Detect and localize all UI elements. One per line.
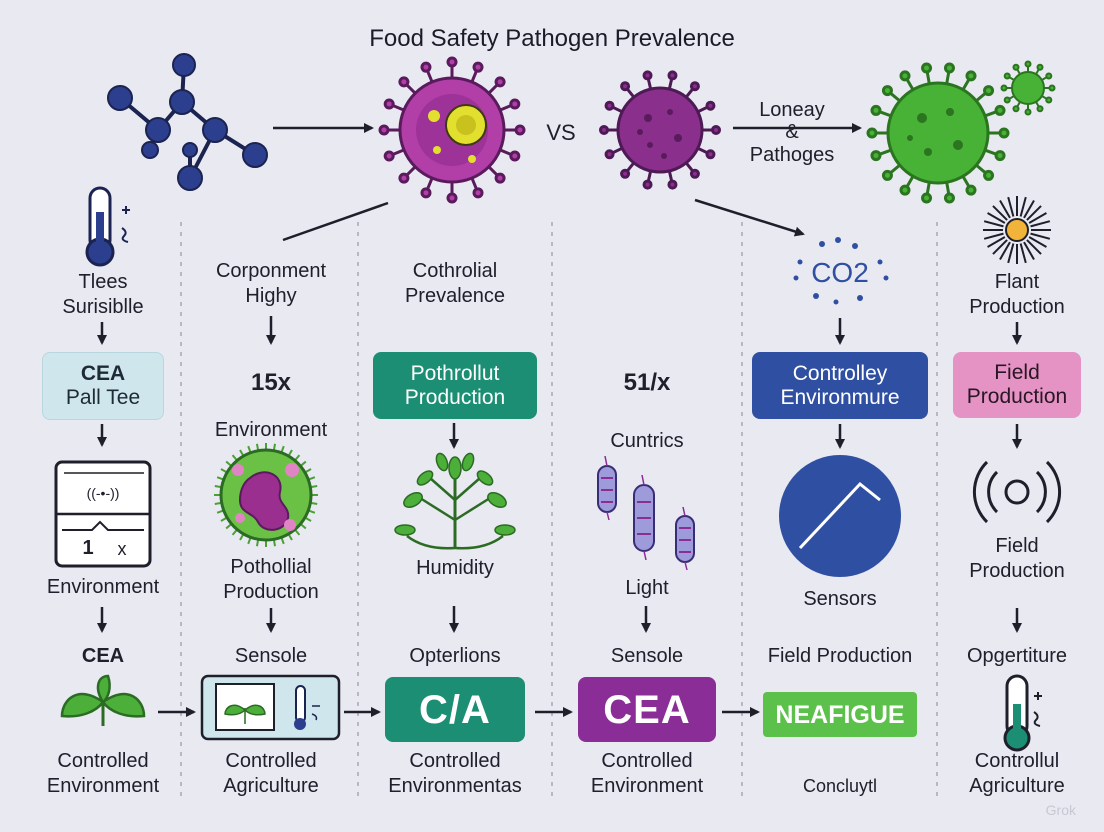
col3-top-line1: Cothrolial — [412, 260, 498, 282]
column-dividers — [180, 222, 938, 800]
col1-card-symbol: ((-•-)) — [86, 485, 120, 501]
sensor-gauge-icon — [779, 455, 901, 577]
col6-top-line1: Flant — [994, 271, 1040, 293]
col6-mid-line1: Field — [995, 535, 1039, 557]
col5-box-line1: Controlley — [792, 361, 888, 385]
co2-dots-icon — [793, 237, 889, 305]
col1-card-unit: x — [117, 539, 127, 559]
col5-environment-box: Controlley Environmure — [752, 352, 928, 419]
col1-top-line2: Surisiblle — [62, 296, 144, 318]
thermometer-icon — [85, 186, 130, 267]
col4-bottom-line1: Controlled — [601, 750, 693, 772]
molecule-icon — [107, 53, 268, 191]
small-green-virus-icon — [1000, 60, 1056, 116]
col2-top-line2: Highy — [245, 285, 297, 307]
col5-sensors: Sensors — [803, 588, 877, 610]
col4-light: Light — [625, 577, 669, 599]
col6-bottom-line2: Agriculture — [969, 775, 1065, 797]
col2-bottom-line2: Agriculture — [223, 775, 319, 797]
plant-icon — [394, 452, 516, 550]
col4-multiplier: 51/x — [623, 369, 671, 396]
col2-environment: Environment — [214, 419, 328, 441]
side-label-line1: Loneay — [759, 99, 825, 121]
side-label-line3: Pathoges — [749, 144, 835, 166]
col1-card-value: 1 — [82, 537, 94, 559]
col6-opgertiture: Opgertiture — [966, 645, 1068, 667]
col5-field-production: Field Production — [767, 645, 913, 667]
col1-box-line1: CEA — [80, 362, 126, 385]
col3-ca-badge: C/A — [385, 677, 525, 742]
col6-box-line1: Field — [994, 361, 1040, 384]
col2-mid-line1: Pothollial — [230, 556, 312, 578]
col1-cea: CEA — [81, 645, 125, 667]
col3-box-line1: Pothrollut — [410, 361, 500, 385]
col5-neafigue-badge: NEAFIGUE — [763, 692, 917, 737]
bacteria-icon — [597, 455, 695, 571]
vertical-arrows — [97, 316, 1022, 633]
col1-bottom-line2: Environment — [46, 775, 160, 797]
monitor-card-icon — [54, 460, 152, 568]
col6-field-box: Field Production — [953, 352, 1081, 418]
col4-cuntrics: Cuntrics — [610, 430, 684, 452]
col3-top-line2: Prevalence — [404, 285, 506, 307]
cell-icon — [214, 443, 318, 547]
col4-bottom-line2: Environment — [590, 775, 704, 797]
purple-virus-icon — [599, 70, 721, 190]
side-label-line2: & — [785, 121, 799, 143]
col5-box-line2: Environmure — [780, 385, 900, 409]
watermark: Grok — [1045, 802, 1076, 818]
page-title: Food Safety Pathogen Prevalence — [369, 25, 735, 52]
col6-bottom-line1: Controllul — [974, 750, 1060, 772]
col6-box-line2: Production — [966, 385, 1068, 408]
col3-bottom-line2: Environmentas — [388, 775, 522, 797]
col2-sensole: Sensole — [234, 645, 308, 667]
col3-options: Opterlions — [409, 645, 501, 667]
col1-bottom-line1: Controlled — [57, 750, 149, 772]
green-virus-icon — [866, 62, 1010, 204]
arrow-virus-to-co2 — [694, 198, 805, 237]
col1-box-line2: Pall Tee — [65, 386, 141, 409]
col3-bottom-line1: Controlled — [409, 750, 501, 772]
pink-virus-icon — [378, 56, 526, 204]
col4-cea-badge: CEA — [578, 677, 716, 742]
co2-label: CO2 — [811, 257, 869, 288]
arrow-virus-to-column2 — [282, 201, 389, 242]
col1-top-line1: Tlees — [78, 271, 128, 293]
col3-production-box: Pothrollut Production — [373, 352, 537, 419]
col3-humidity: Humidity — [416, 557, 494, 579]
col2-bottom-line1: Controlled — [225, 750, 317, 772]
col2-mid-line2: Production — [223, 581, 319, 603]
vs-label: VS — [546, 120, 576, 145]
sensor-panel-icon — [200, 674, 341, 741]
sun-icon — [983, 196, 1051, 264]
col5-bottom: Concluytl — [802, 776, 878, 796]
col4-sensole: Sensole — [610, 645, 684, 667]
thermometer-icon-bottom — [1003, 674, 1042, 752]
signal-icon — [972, 460, 1062, 524]
col2-top-line1: Corponment — [215, 260, 327, 282]
col3-box-line2: Production — [404, 385, 506, 409]
col6-top-line2: Production — [969, 296, 1065, 318]
col6-mid-line2: Production — [969, 560, 1065, 582]
col2-multiplier: 15x — [250, 369, 292, 396]
col1-environment: Environment — [46, 576, 160, 598]
seedling-icon — [60, 674, 146, 726]
col1-cea-box: CEA Pall Tee — [42, 352, 164, 420]
